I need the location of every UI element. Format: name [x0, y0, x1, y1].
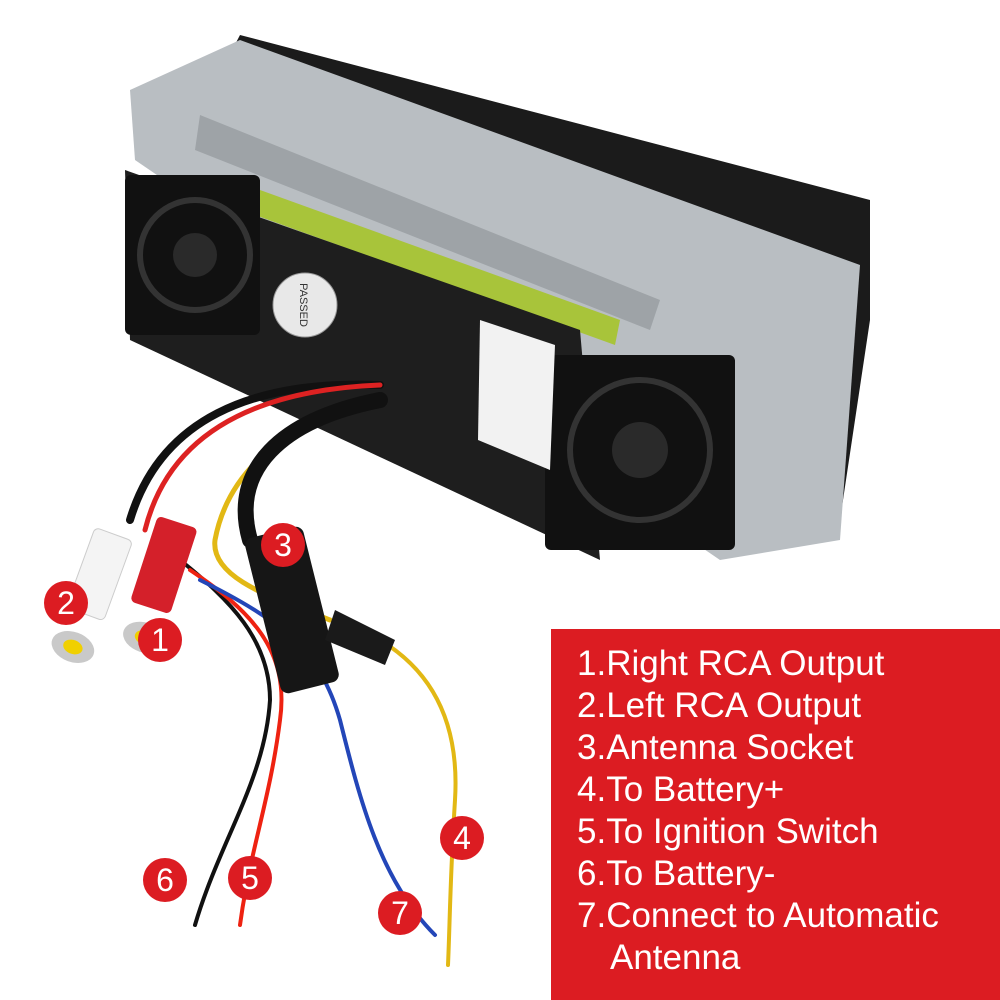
- legend-item-4: 4.To Battery+: [577, 770, 785, 809]
- callout-3: 3: [261, 523, 305, 567]
- legend-item-5: 5.To Ignition Switch: [577, 812, 879, 851]
- legend-item-7-label: 7.Connect to Automatic: [577, 896, 939, 935]
- circuit-board: [255, 190, 620, 345]
- legend-item-1: 1.Right RCA Output: [577, 644, 885, 683]
- warning-label: [478, 320, 555, 470]
- callout-7: 7: [378, 891, 422, 935]
- sticker-text: PASSED: [297, 283, 309, 327]
- callout-6: 6: [143, 858, 187, 902]
- callout-1: 1: [138, 618, 182, 662]
- callout-5: 5: [228, 856, 272, 900]
- legend-item-3: 3.Antenna Socket: [577, 728, 854, 767]
- legend-box: 1.Right RCA Output 2.Left RCA Output 3.A…: [551, 629, 1000, 1000]
- legend-item-7: 7.Connect to Automatic Antenna: [577, 895, 1000, 979]
- wire-harness: [126, 380, 458, 967]
- antenna-socket: [245, 526, 339, 694]
- callout-4: 4: [440, 816, 484, 860]
- callout-2: 2: [44, 581, 88, 625]
- legend-item-7-continuation: Antenna: [610, 938, 741, 977]
- legend-item-2: 2.Left RCA Output: [577, 686, 862, 725]
- passed-sticker: [272, 272, 338, 338]
- legend-item-6: 6.To Battery-: [577, 854, 776, 893]
